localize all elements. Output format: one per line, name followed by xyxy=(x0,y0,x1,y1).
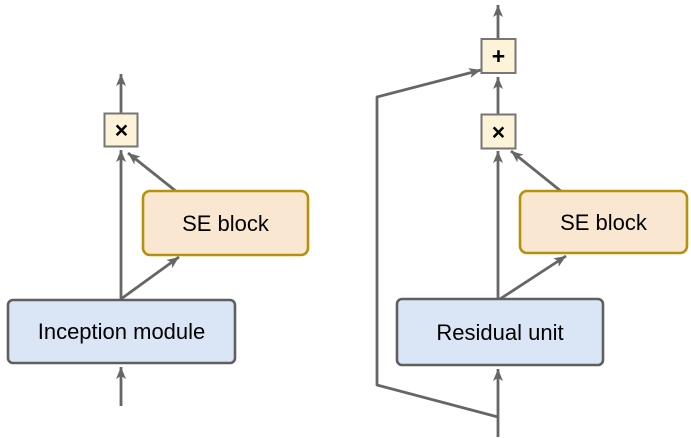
se-resnet-diagram: Residual unit SE block × + xyxy=(375,5,689,437)
left-se-block-box xyxy=(141,189,310,257)
left-multiply-operator-icon: × xyxy=(115,117,128,143)
se-inception-diagram: Inception module SE block × xyxy=(6,74,310,406)
left-se-block-label: SE block xyxy=(182,211,270,236)
skip-connection-arrow-icon xyxy=(375,68,499,419)
left-se-to-multiply-arrow-icon xyxy=(127,151,178,194)
right-multiply-operator-icon: × xyxy=(492,119,505,145)
add-operator-box xyxy=(480,38,517,74)
right-module-to-se-arrow-icon xyxy=(499,254,567,301)
right-se-block-label: SE block xyxy=(560,210,648,235)
inception-module-label: Inception module xyxy=(38,319,206,344)
residual-unit-label: Residual unit xyxy=(436,320,563,345)
add-operator-icon: + xyxy=(492,43,505,69)
right-se-block-box xyxy=(518,189,689,255)
right-se-to-multiply-arrow-icon xyxy=(510,149,563,194)
right-multiply-operator-box xyxy=(480,113,517,150)
inception-module-box xyxy=(6,298,237,365)
left-multiply-operator-box xyxy=(103,112,139,148)
residual-unit-box xyxy=(395,297,605,367)
left-module-to-se-arrow-icon xyxy=(120,255,180,301)
